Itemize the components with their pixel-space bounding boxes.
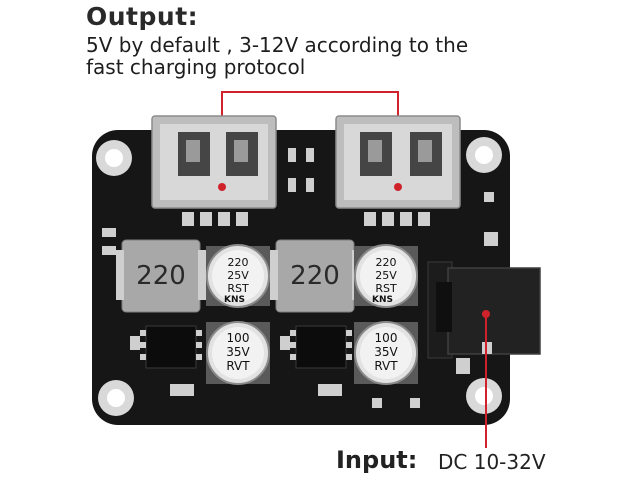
capacitor-top-right-brand: KNS (372, 295, 393, 305)
capacitor-top-left-text1: 220 (228, 256, 249, 269)
capacitor-bottom-left: 100 35V RVT (206, 321, 270, 385)
capacitor-bottom-right-text3: RVT (374, 359, 398, 373)
inductor-left-label: 220 (136, 261, 186, 291)
output-callout-dot-left (218, 183, 226, 191)
mounting-hole-bottom-left (98, 380, 134, 416)
capacitor-top-left: 220 25V RST KNS (206, 244, 270, 308)
inductor-left: 220 (116, 239, 206, 313)
capacitor-bottom-left-text1: 100 (227, 331, 250, 345)
capacitor-top-left-text2: 25V (227, 269, 249, 282)
capacitor-top-right-text2: 25V (375, 269, 397, 282)
inductor-right-label: 220 (290, 261, 340, 291)
capacitor-top-left-text3: RST (227, 282, 249, 295)
mounting-hole-top-left (96, 140, 132, 176)
input-value: DC 10-32V (438, 450, 546, 474)
output-description-line2: fast charging protocol (86, 55, 306, 79)
capacitor-bottom-left-text2: 35V (226, 345, 250, 359)
mounting-hole-top-right (466, 137, 502, 173)
input-heading: Input: (336, 446, 418, 474)
ic-left (140, 325, 202, 369)
capacitor-top-right-text3: RST (375, 282, 397, 295)
capacitor-bottom-left-text3: RVT (226, 359, 250, 373)
capacitor-top-right: 220 25V RST KNS (354, 244, 418, 308)
dc-barrel-jack (427, 261, 541, 374)
output-callout-dot-right (394, 183, 402, 191)
smd-components (102, 148, 498, 408)
capacitor-bottom-right: 100 35V RVT (354, 321, 418, 385)
output-description-line1: 5V by default , 3-12V according to the (86, 33, 469, 57)
mounting-hole-bottom-right (466, 378, 502, 414)
usb-port-left (151, 115, 277, 226)
inductor-right: 220 (270, 239, 360, 313)
output-heading: Output: (86, 2, 199, 31)
capacitor-top-left-brand: KNS (224, 295, 245, 305)
capacitor-bottom-right-text2: 35V (374, 345, 398, 359)
capacitor-bottom-right-text1: 100 (375, 331, 398, 345)
capacitor-top-right-text1: 220 (376, 256, 397, 269)
ic-right (290, 325, 352, 369)
